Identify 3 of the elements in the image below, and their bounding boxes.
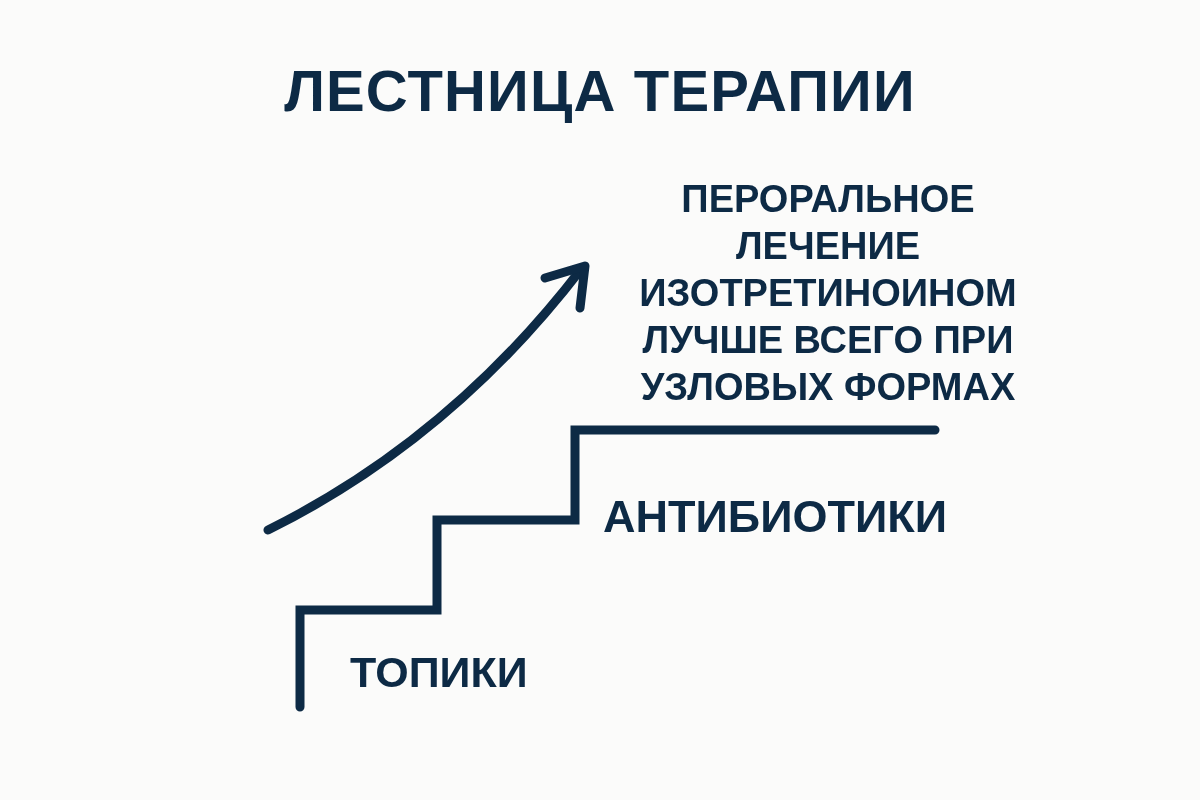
step-label: АНТИБИОТИКИ [603, 494, 948, 539]
step-label: ТОПИКИ [350, 651, 528, 694]
step-note: ПЕРОРАЛЬНОЕ ЛЕЧЕНИЕ ИЗОТРЕТИНОИНОМ ЛУЧШЕ ВСЕГО ПРИ УЗЛОВЫХ ФОРМАХ [638, 177, 1018, 410]
